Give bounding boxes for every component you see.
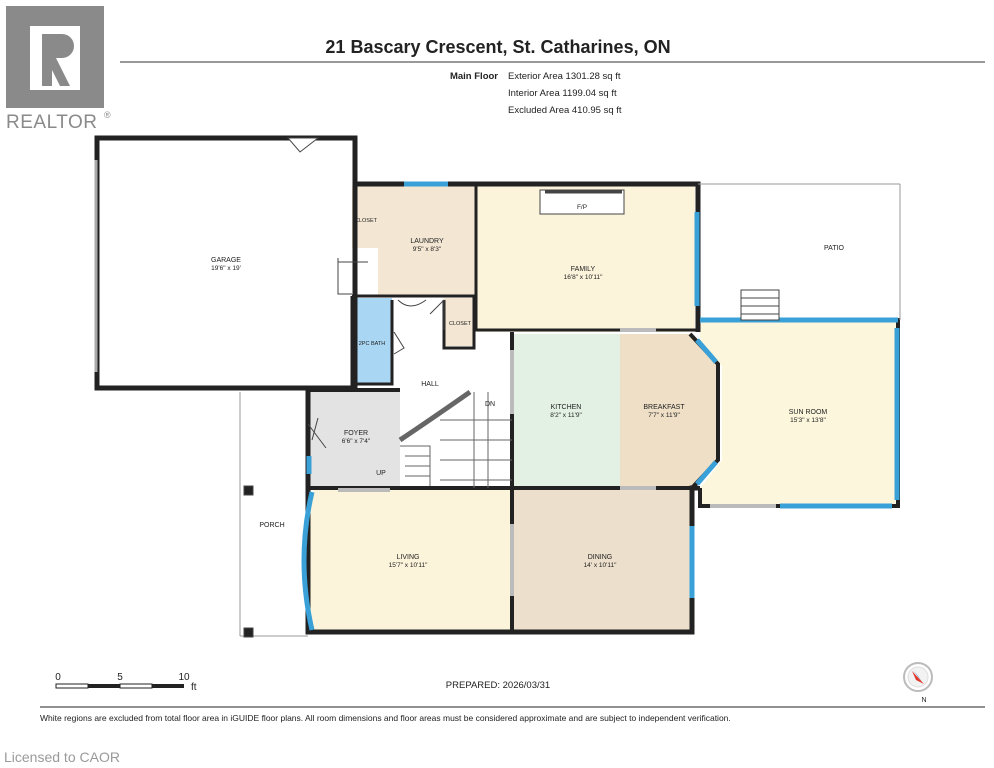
hall-label: HALL [421,381,439,388]
stair-down-label: DN [485,401,495,408]
kitchen-label: KITCHEN [551,404,582,411]
floor-label: Main Floor [450,71,498,82]
laundry-dimensions: 9'5" x 8'3" [413,246,442,253]
dining-fill [512,490,692,630]
bath-label: 2PC BATH [359,341,386,347]
closet-door [429,299,445,330]
closet2-label: CLOSET [449,321,472,327]
fireplace [539,189,625,215]
scale-label-0: 0 [55,672,61,683]
closet1-label: CLOSET [355,218,378,224]
stair-up-label: UP [376,470,386,477]
windows [301,181,900,631]
room-fills [97,138,897,630]
breakfast-dimensions: 7'7" x 11'9" [648,412,680,419]
family-dimensions: 16'8" x 10'11" [564,274,603,281]
scale-label-10: 10 [178,672,190,683]
kitchen-fill [512,334,620,488]
living-dimensions: 15'7" x 10'11" [389,562,428,569]
family-label: FAMILY [571,266,596,273]
bay-window-bottom [695,460,718,486]
living-label: LIVING [397,554,420,561]
garage-entry-door [337,258,368,295]
realtor-wordmark: REALTOR [6,112,98,133]
disclaimer: White regions are excluded from total fl… [40,713,731,723]
foyer-fill [310,392,400,488]
scale-bar: 0 5 10 ft [55,672,197,693]
staircase-down [440,392,512,488]
sunroom-fill [700,322,897,504]
fireplace-label: F/P [577,204,587,211]
excluded-area: Excluded Area 410.95 sq ft [508,105,622,116]
staircase-up [400,445,431,486]
bath-walls [350,296,394,386]
garage-fill [97,138,355,388]
prepared-date: PREPARED: 2026/03/31 [446,680,550,691]
laundry-fill [378,186,475,296]
curved-stair-rail [398,389,472,443]
dining-label: DINING [588,554,613,561]
dining-dimensions: 14' x 10'11" [584,562,618,569]
kitchen-dimensions: 8'2" x 11'9" [550,412,582,419]
porch-post-bottom [243,627,254,638]
realtor-logo: REALTOR ® [6,6,111,133]
patio-steps [740,289,780,321]
license-watermark: Licensed to CAOR [4,749,120,765]
interior-area: Interior Area 1199.04 sq ft [508,88,617,99]
closet2-fill [444,298,474,346]
fixtures [94,137,901,638]
registered-mark: ® [104,110,111,120]
breakfast-fill [620,334,716,488]
bath-door [393,331,405,355]
laundry-bottom-wall [352,294,476,350]
patio-label: PATIO [824,245,845,252]
porch-label: PORCH [259,522,284,529]
exterior-area: Exterior Area 1301.28 sq ft [508,71,621,82]
foyer-dimensions: 6'6" x 7'4" [342,438,371,445]
bath-fill [352,298,392,384]
scale-unit: ft [191,682,197,693]
hall-door [397,299,427,307]
garage-side-door [286,137,320,153]
sunroom-label: SUN ROOM [789,409,828,416]
living-bay-window [301,491,315,631]
porch-post-top [243,485,254,496]
bay-window-top [695,338,718,364]
foyer-door [307,417,327,449]
compass-icon: N [903,662,933,704]
living-fill [307,490,510,630]
scale-label-5: 5 [117,672,123,683]
compass-north-label: N [921,697,926,704]
page-title: 21 Bascary Crescent, St. Catharines, ON [325,37,670,57]
room-labels: GARAGE 19'6" x 19' CLOSET LAUNDRY 9'5" x… [211,204,845,569]
breakfast-label: BREAKFAST [643,404,685,411]
garage-dimensions: 19'6" x 19' [211,265,241,272]
laundry-label: LAUNDRY [410,238,444,245]
sunroom-dimensions: 15'3" x 13'8" [790,417,826,424]
garage-label: GARAGE [211,257,241,264]
foyer-label: FOYER [344,430,368,437]
